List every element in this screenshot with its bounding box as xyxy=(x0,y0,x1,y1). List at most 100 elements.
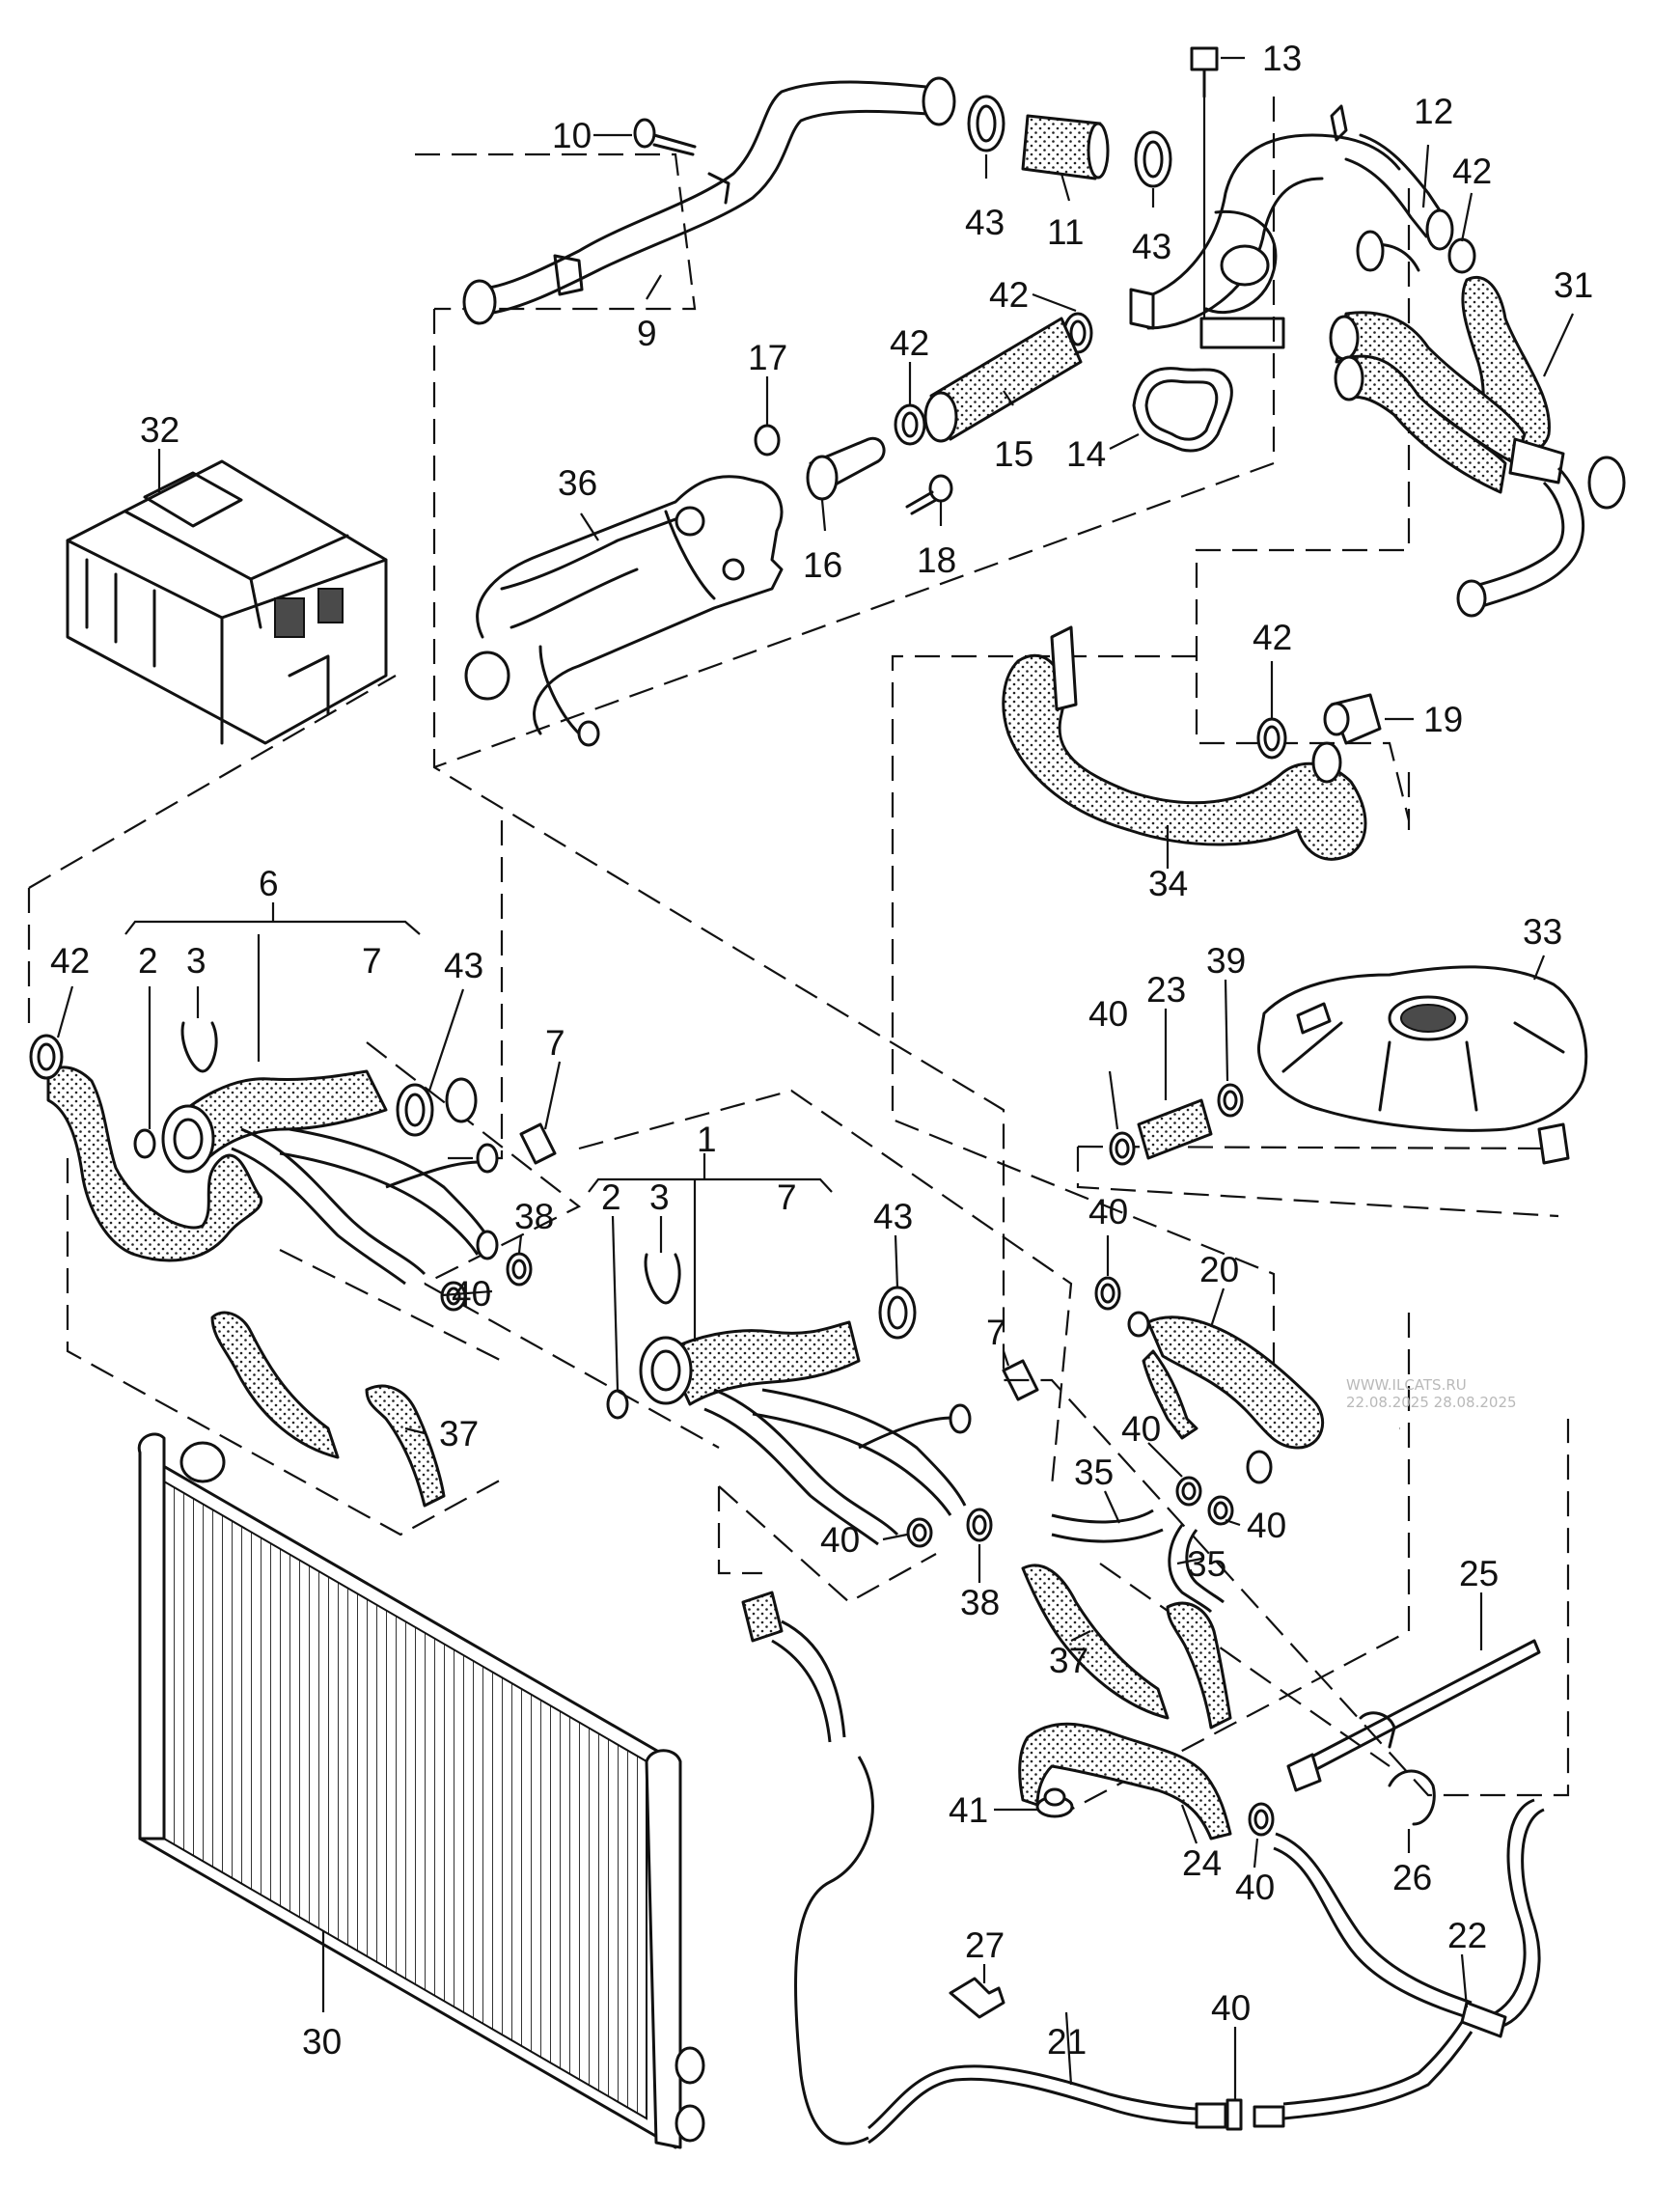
callout-31: 31 xyxy=(1554,265,1593,305)
callout-40: 40 xyxy=(1235,1868,1275,1907)
clamp-40-tank xyxy=(1109,1131,1136,1166)
callout-38: 38 xyxy=(514,1197,554,1236)
hose-21 xyxy=(868,2021,1473,2145)
auxiliary-heater-32 xyxy=(66,459,388,745)
clamp-38-mid xyxy=(966,1508,993,1542)
callout-2: 2 xyxy=(601,1177,621,1217)
callout-20: 20 xyxy=(1199,1250,1239,1289)
hose-37-mid xyxy=(1021,1564,1232,1730)
bolt-18 xyxy=(905,474,953,515)
hose-11 xyxy=(1021,114,1110,180)
clamp-40-hose-35 xyxy=(1175,1476,1202,1507)
o-ring-2-mid xyxy=(606,1389,629,1420)
callout-19: 19 xyxy=(1423,700,1463,739)
hose-22 xyxy=(1273,1798,1545,2038)
callout-16: 16 xyxy=(803,545,842,585)
clamp-38-left xyxy=(506,1252,533,1287)
bolt-10 xyxy=(633,118,697,156)
clip-26 xyxy=(1388,1769,1436,1826)
callout-36: 36 xyxy=(558,463,597,503)
callout-42: 42 xyxy=(890,323,929,363)
clamp-40-left xyxy=(440,1281,467,1312)
callout-26: 26 xyxy=(1392,1858,1432,1897)
callout-40: 40 xyxy=(1211,1988,1251,2028)
adapter-16 xyxy=(806,436,886,501)
leader-lines xyxy=(56,56,1574,2100)
radiator-30 xyxy=(137,1432,705,2149)
callout-23: 23 xyxy=(1146,970,1186,1010)
hose-20 xyxy=(1127,1311,1325,1484)
callout-12: 12 xyxy=(1414,92,1453,131)
callout-42: 42 xyxy=(989,275,1029,315)
watermark-line-2: 22.08.2025 28.08.2025 xyxy=(1346,1394,1517,1411)
coolant-flange-assembly xyxy=(1129,104,1401,349)
clamp-40-hose-20-top xyxy=(1094,1276,1121,1311)
o-ring-17 xyxy=(754,424,781,457)
callout-43: 43 xyxy=(1132,227,1171,266)
callout-labels: 13 10 12 42 43 11 43 31 9 42 17 42 15 14… xyxy=(50,39,1593,2062)
clamp-42-right xyxy=(1256,717,1287,760)
callout-22: 22 xyxy=(1447,1916,1487,1955)
clamp-39 xyxy=(1217,1083,1244,1118)
hose-assembly-1 xyxy=(639,1320,972,1546)
clamp-40-mid-left xyxy=(906,1517,933,1548)
callout-40: 40 xyxy=(1088,994,1128,1034)
callout-2: 2 xyxy=(138,941,158,981)
clip-3-mid xyxy=(644,1253,681,1305)
callout-34: 34 xyxy=(1148,864,1188,903)
coolant-hose-assembly-upper-right xyxy=(1329,230,1626,618)
callout-7: 7 xyxy=(777,1177,797,1217)
clip-7-left xyxy=(519,1122,557,1165)
callout-40: 40 xyxy=(1247,1506,1286,1545)
callout-35: 35 xyxy=(1074,1453,1114,1492)
clamp-40-bottom xyxy=(1226,2098,1243,2131)
hose-assembly-6 xyxy=(46,1066,499,1286)
heat-exchanger-36 xyxy=(464,475,784,747)
callout-41: 41 xyxy=(949,1790,988,1830)
hose-37-left xyxy=(210,1311,446,1508)
callout-14: 14 xyxy=(1066,434,1106,474)
hose-24 xyxy=(1018,1722,1232,1841)
expansion-tank-33 xyxy=(1256,965,1588,1165)
hose-15 xyxy=(923,317,1083,443)
callout-39: 39 xyxy=(1206,941,1246,981)
callout-17: 17 xyxy=(748,338,787,377)
callout-42: 42 xyxy=(1452,152,1492,191)
hose-35 xyxy=(1051,1509,1225,1614)
callout-40: 40 xyxy=(820,1520,860,1560)
callout-40: 40 xyxy=(1088,1192,1128,1232)
clamp-42-mid xyxy=(1062,312,1093,354)
callout-37: 37 xyxy=(439,1414,479,1453)
callout-3: 3 xyxy=(186,941,207,981)
clip-7-mid xyxy=(1002,1359,1039,1401)
cap-19 xyxy=(1323,693,1382,745)
callout-43: 43 xyxy=(965,203,1005,242)
clip-3-left xyxy=(180,1021,218,1073)
o-ring-2-left xyxy=(133,1128,156,1159)
gasket-14 xyxy=(1132,367,1233,453)
clip-27 xyxy=(949,1977,1005,2019)
cable-tie-25 xyxy=(1286,1639,1541,1792)
radiator-hose xyxy=(741,1591,874,2145)
callout-37: 37 xyxy=(1049,1641,1088,1680)
callout-7: 7 xyxy=(545,1023,565,1063)
clamp-40-hose-24 xyxy=(1248,1802,1275,1837)
bolt-13 xyxy=(1190,46,1219,98)
clamp-43-hose-1 xyxy=(878,1286,917,1340)
callout-1: 1 xyxy=(697,1120,717,1159)
clamp-43-upper-left xyxy=(967,95,1005,152)
callout-42: 42 xyxy=(1253,618,1292,657)
callout-24: 24 xyxy=(1182,1843,1222,1883)
callout-6: 6 xyxy=(259,864,279,903)
clamp-43-upper-right xyxy=(1134,130,1172,188)
callout-38: 38 xyxy=(960,1583,1000,1622)
watermark-line-1: WWW.ILCATS.RU xyxy=(1346,1376,1467,1394)
clamp-40-hose-35-right xyxy=(1207,1495,1234,1526)
hose-23 xyxy=(1137,1098,1213,1160)
callout-7: 7 xyxy=(986,1313,1006,1352)
callout-43: 43 xyxy=(444,946,483,985)
callout-11: 11 xyxy=(1047,212,1084,252)
clamp-42-hose-6 xyxy=(29,1034,64,1080)
callout-15: 15 xyxy=(994,434,1033,474)
callout-32: 32 xyxy=(140,410,179,450)
